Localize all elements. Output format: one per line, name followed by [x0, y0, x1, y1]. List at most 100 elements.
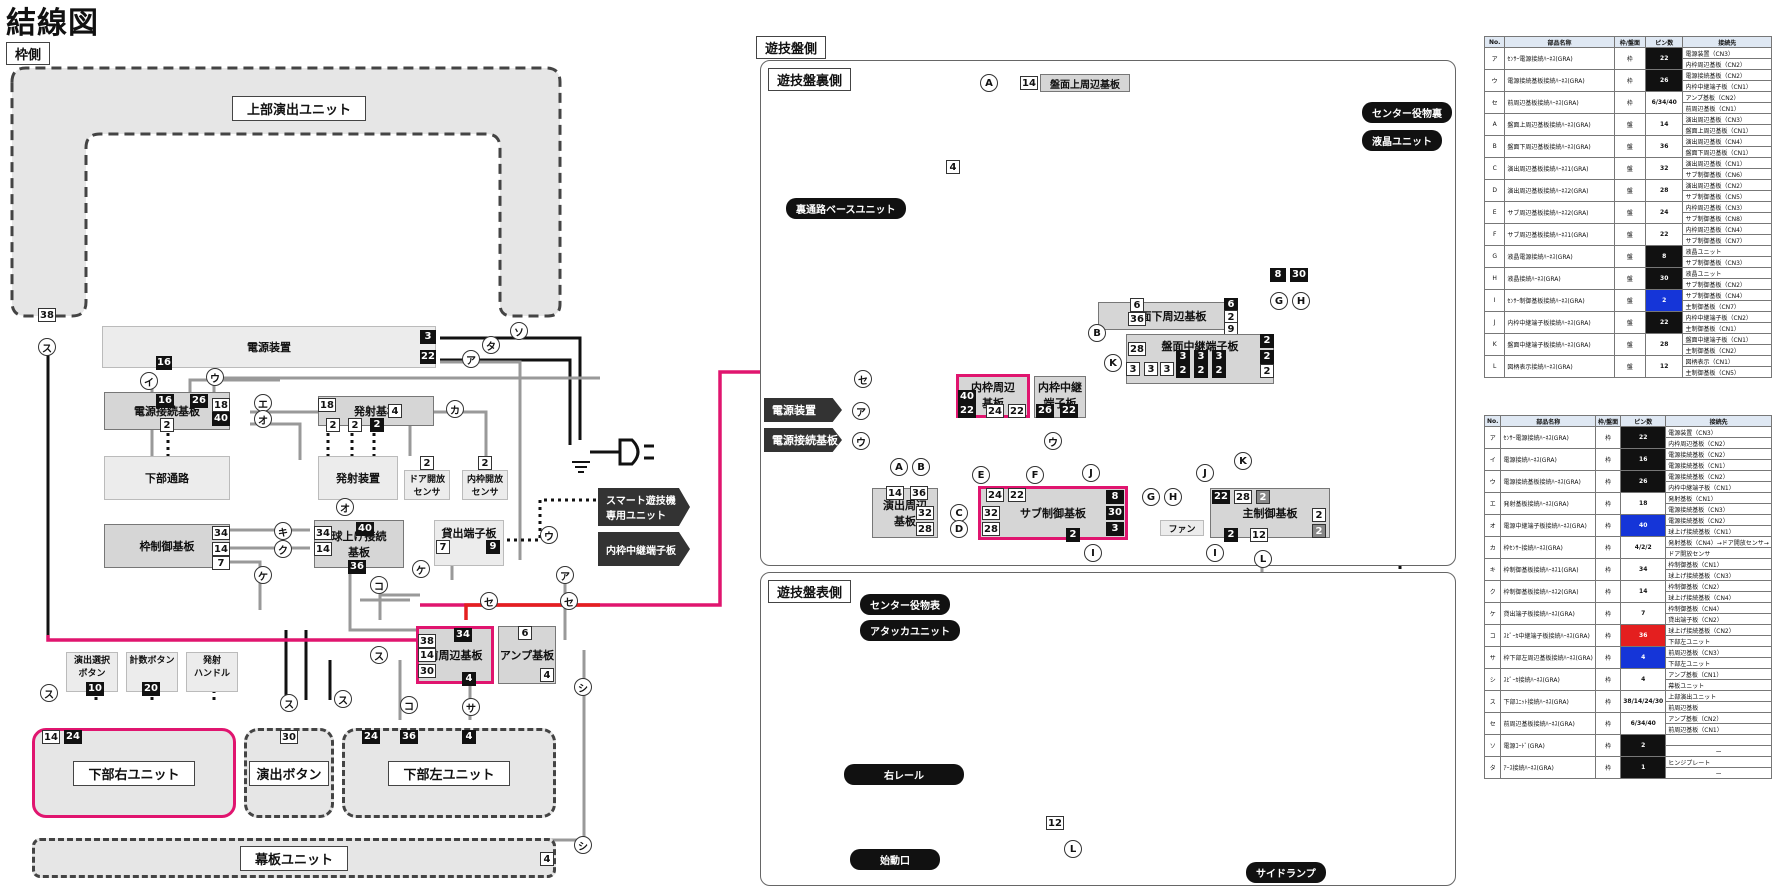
pin-count-cell: 2	[1620, 734, 1667, 757]
pin-label: 32	[982, 506, 1000, 520]
table-cell: サブ制御基板（CN4）	[1682, 289, 1772, 301]
inner-relay-tag: 内枠中継端子板	[598, 532, 690, 566]
table-header: 部品名称	[1504, 36, 1615, 48]
table-cell: 発射基板（CN1）	[1665, 492, 1772, 504]
curtain-unit: 幕板ユニット	[32, 838, 556, 878]
pin-label: 14	[314, 542, 332, 556]
pin-label: 8	[1106, 490, 1124, 504]
sub-control-label: サブ制御基板	[1020, 507, 1086, 520]
pin-count-cell: 16	[1620, 448, 1667, 471]
board-relay-label: 盤面中継端子板	[1161, 340, 1239, 353]
table-cell: 電源接続基板接続ﾊｰﾈｽ(GRA)	[1504, 69, 1615, 92]
table-cell: 盤面中継端子板接続ﾊｰﾈｽ(GRA)	[1504, 333, 1615, 356]
wire-label-o2: オ	[336, 498, 354, 516]
lower-right-unit: 下部右ユニット	[32, 728, 236, 818]
wire-label-e: エ	[254, 394, 272, 412]
table-cell: ドア開放センサ	[1665, 547, 1772, 559]
table-cell: カ	[1483, 536, 1502, 559]
pin-label: 2	[1260, 350, 1274, 364]
wire-label-sa: サ	[462, 698, 480, 716]
front-peripheral-label: 前周辺基板	[427, 649, 483, 662]
pin-count-cell: 1	[1620, 756, 1667, 779]
pin-count-cell: 34	[1620, 558, 1667, 581]
table-cell: 盤	[1613, 245, 1646, 268]
table-header: ピン数	[1644, 36, 1684, 48]
table-cell: 電源接続基板（CN1）	[1665, 459, 1772, 471]
wire-label-H2: H	[1164, 488, 1182, 506]
table-cell: 電源接続基板（CN3）	[1665, 503, 1772, 515]
board-top-label: 盤面上周辺基板	[1050, 79, 1120, 91]
pin-label: 16	[156, 394, 174, 408]
power-supply-tag: 電源装置	[764, 398, 842, 422]
pin-label: 36	[1128, 312, 1146, 326]
pin-label: 4	[388, 404, 402, 418]
table-cell: ヒンジプレート	[1665, 756, 1772, 768]
table-row: ー	[1485, 767, 1772, 779]
table-cell: D	[1483, 179, 1506, 202]
table-cell: アンプ基板（CN2）	[1665, 712, 1772, 724]
table-cell: 内枠周辺基板（CN2）	[1665, 437, 1772, 449]
table-cell: 上部演出ユニット	[1665, 690, 1772, 702]
pin-label: 7	[212, 556, 230, 570]
pin-count-cell: 22	[1644, 223, 1684, 246]
wire-label-B: B	[1088, 324, 1106, 342]
table-cell: 球上げ接続基板（CN3）	[1665, 569, 1772, 581]
side-lamp-callout: サイドランプ	[1246, 862, 1326, 883]
wire-label-L: L	[1254, 550, 1272, 568]
pin-label: 36	[910, 486, 928, 500]
launch-device: 発射装置	[318, 456, 398, 500]
pin-label: 28	[916, 522, 934, 536]
table-cell: 液晶電源接続ﾊｰﾈｽ(GRA)	[1504, 245, 1615, 268]
table-cell: 演出周辺基板（CN2）	[1682, 179, 1772, 191]
table-cell: 枠制御基板（CN2）	[1665, 580, 1772, 592]
table-cell: 盤	[1613, 179, 1646, 202]
table-cell: ｽﾋﾟｰｶ中継端子板接続ﾊｰﾈｽ(GRA)	[1500, 624, 1596, 647]
pin-label: 4	[462, 672, 476, 686]
wire-label-J: J	[1082, 464, 1100, 482]
pin-label: 3	[420, 330, 436, 344]
table-header: ピン数	[1620, 415, 1667, 427]
wire-label-K2: K	[1234, 452, 1252, 470]
pin-label: 2	[1312, 524, 1326, 538]
table-cell: サブ周辺基板接続ﾊｰﾈｽ2(GRA)	[1504, 201, 1615, 224]
board-back-tag: 遊技盤裏側	[768, 68, 852, 91]
amp-label: アンプ基板	[499, 649, 555, 662]
wire-label-B2: B	[912, 458, 930, 476]
launch-device-label: 発射装置	[336, 472, 380, 485]
pin-label: 26	[190, 394, 208, 408]
table-cell: サブ制御基板（CN2）	[1682, 278, 1772, 290]
power-supply-label: 電源装置	[247, 341, 291, 354]
pin-label: 28	[1234, 490, 1252, 504]
wire-label-ke: ケ	[254, 566, 272, 584]
table-cell: 液晶ユニット	[1682, 245, 1772, 257]
table-cell: K	[1483, 333, 1506, 356]
table-cell: サブ制御基板（CN7）	[1682, 234, 1772, 246]
pin-label: 4	[540, 852, 554, 866]
pin-label: 6	[1224, 298, 1238, 312]
table-cell: 枠制御基板接続ﾊｰﾈｽ1(GRA)	[1500, 558, 1596, 581]
pin-label: 14	[418, 648, 436, 662]
pin-label: 38	[38, 308, 56, 322]
table-cell: 前周辺基板接続ﾊｰﾈｽ(GRA)	[1500, 712, 1596, 735]
table-cell: サブ制御基板（CN8）	[1682, 212, 1772, 224]
wire-label-G2: G	[1142, 488, 1160, 506]
table-cell: 内枠周辺基板（CN3）	[1682, 201, 1772, 213]
table-cell: シ	[1483, 668, 1502, 691]
inner-relay-label: 内枠中継端子板	[606, 545, 676, 557]
pin-count-cell: 8	[1644, 245, 1684, 268]
table-cell: 内枠中継端子板接続ﾊｰﾈｽ(GRA)	[1504, 311, 1615, 334]
smart-unit-tag: スマート遊技機 専用ユニット	[598, 488, 690, 526]
